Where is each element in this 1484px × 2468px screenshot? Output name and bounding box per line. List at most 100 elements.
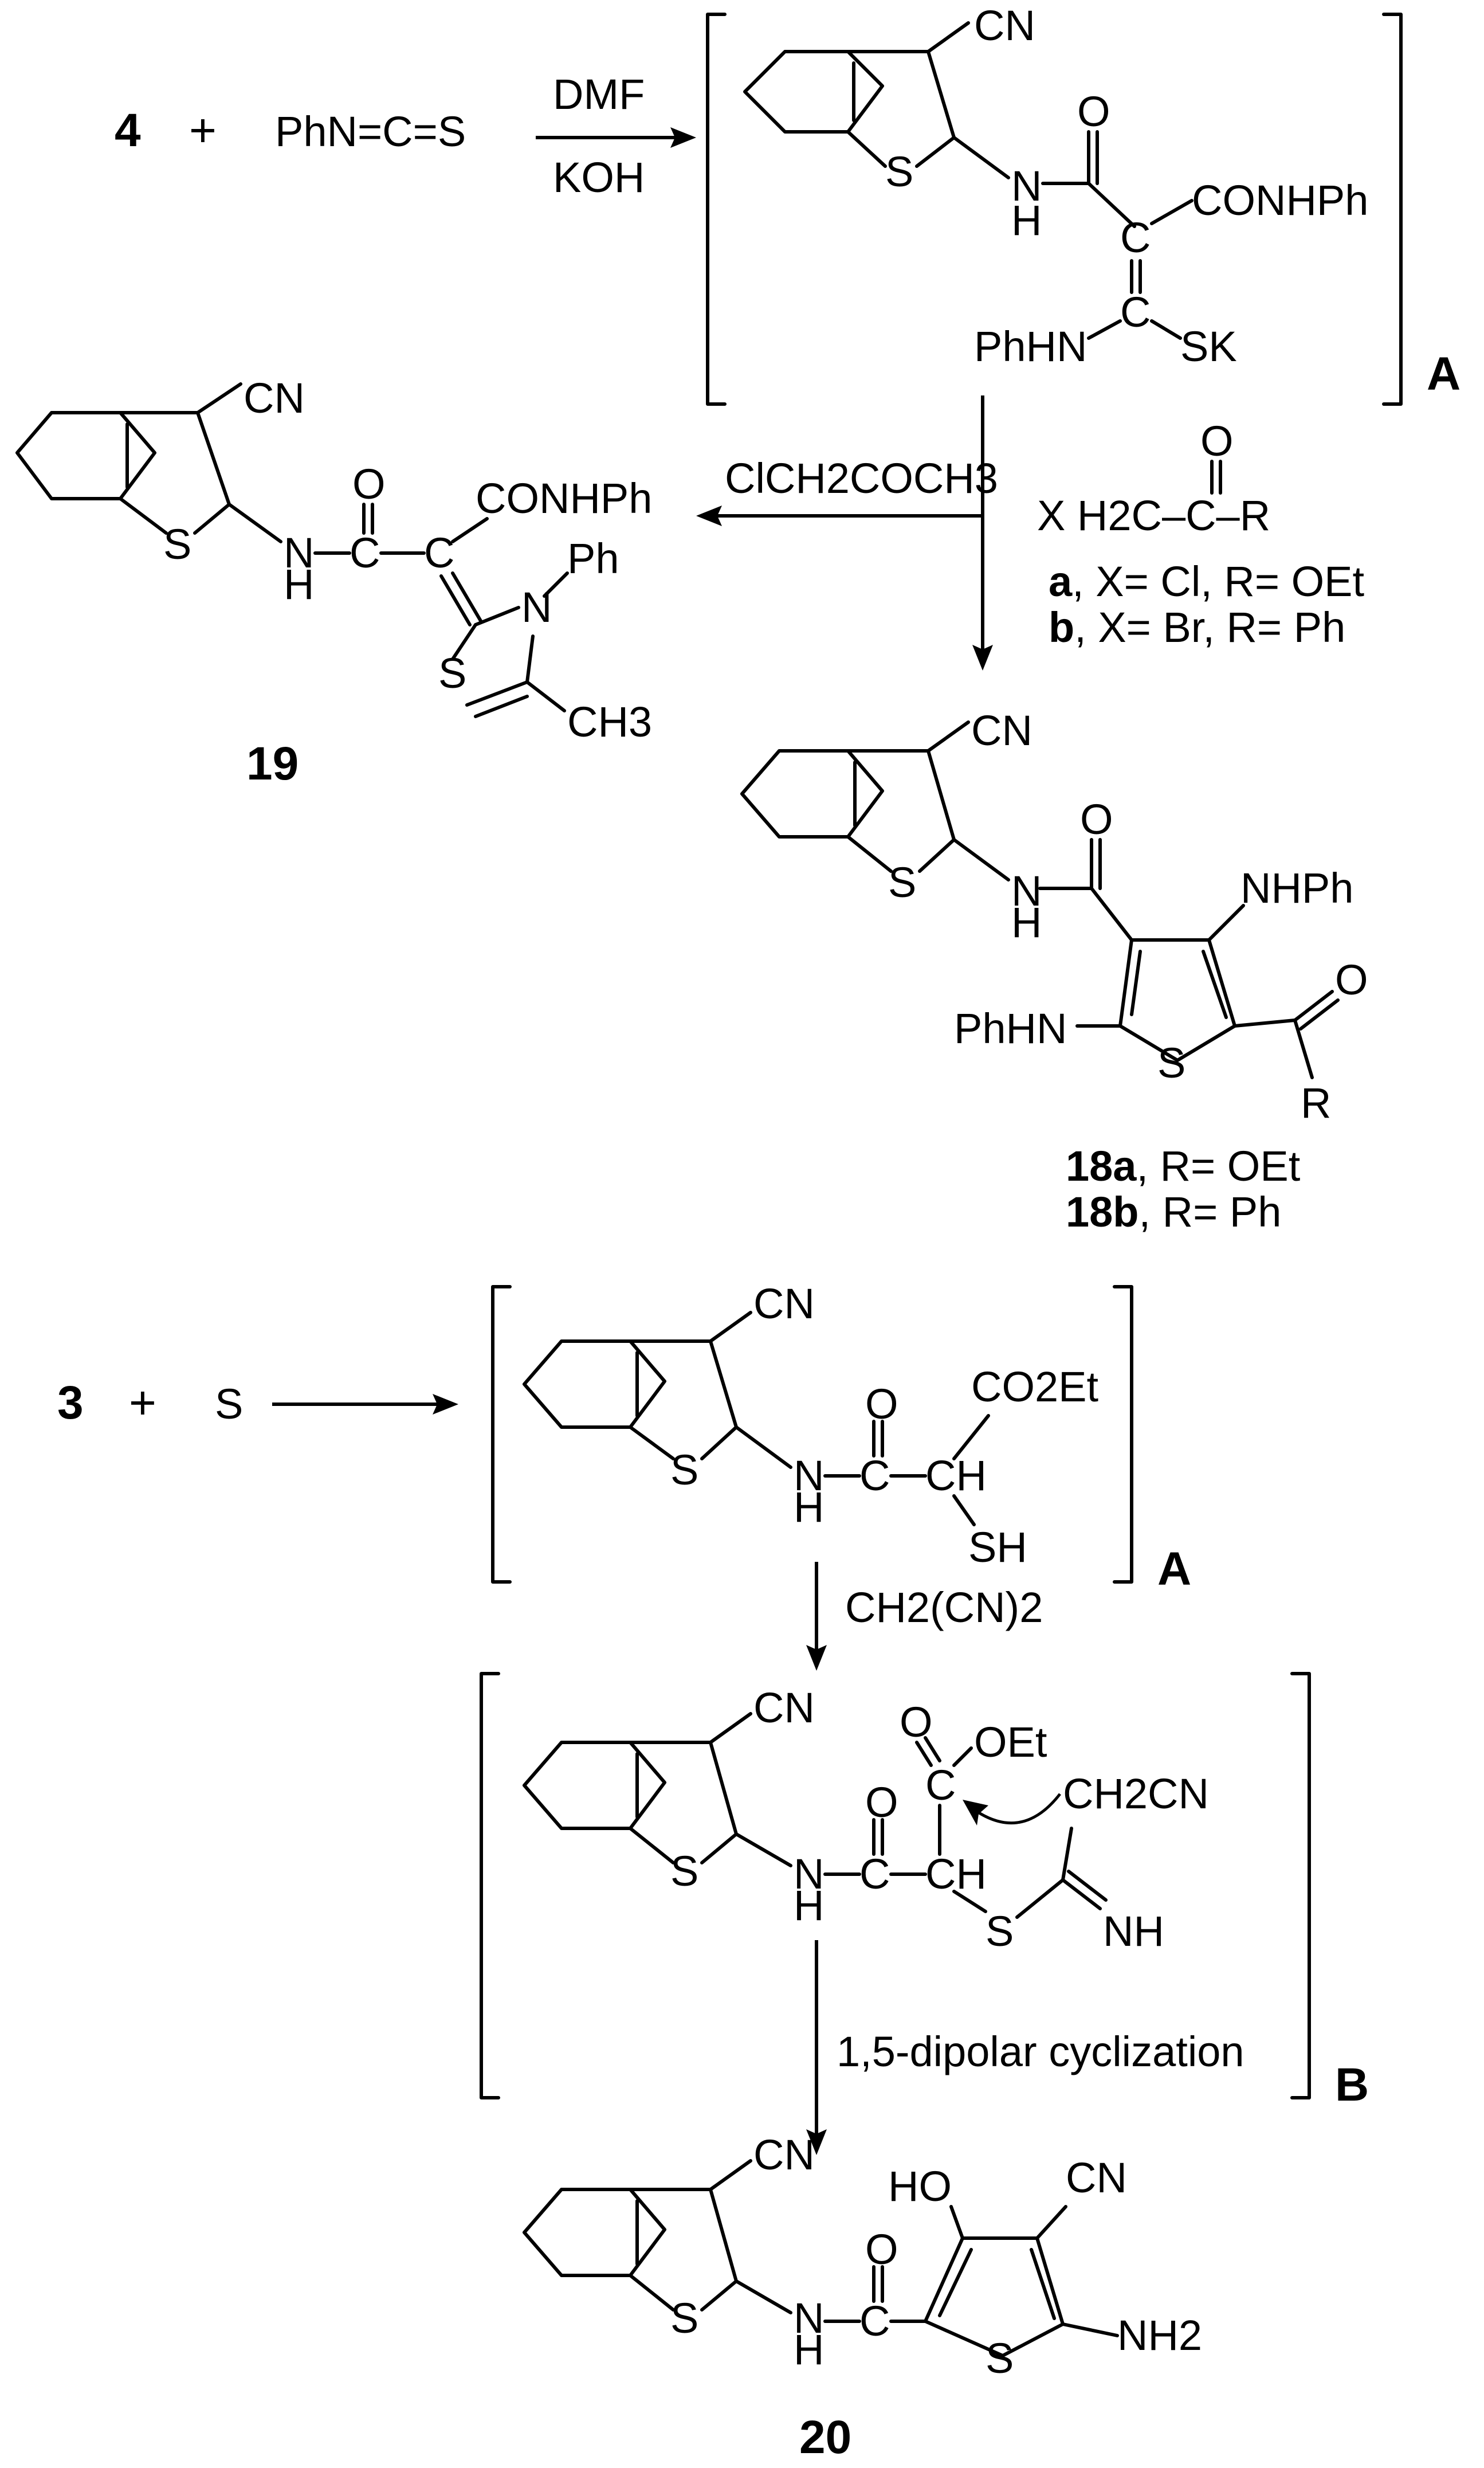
thiophene-ring xyxy=(924,2236,1065,2357)
bond xyxy=(451,517,489,543)
bond xyxy=(629,2274,675,2312)
cyclohexane-ring xyxy=(523,1339,666,1429)
bond xyxy=(1061,1827,1073,1882)
bond xyxy=(926,749,956,841)
product-20-structure: S CN N H C O S HO CN NH2 20 xyxy=(523,2131,1202,2463)
reagent-malononitrile: CH2(CN)2 xyxy=(845,1584,1043,1631)
intermediate-A-label: A xyxy=(1427,348,1461,400)
double-bond xyxy=(474,695,529,718)
atom-c: C xyxy=(424,529,454,577)
intermediate-B-label: B xyxy=(1335,2059,1369,2111)
compound-4-label: 4 xyxy=(115,104,141,156)
atom-s: S xyxy=(670,1446,698,1494)
atom-c: C xyxy=(859,1850,890,1898)
nhph-group: NHPh xyxy=(1240,864,1353,912)
atom-s: S xyxy=(1157,1039,1185,1087)
plus-sign: + xyxy=(129,1377,156,1429)
option-b-text: , X= Br, R= Ph xyxy=(1074,604,1345,651)
atom-h: H xyxy=(1011,899,1042,946)
atom-s: S xyxy=(885,148,913,195)
bond xyxy=(1150,199,1194,225)
double-bond xyxy=(938,2248,973,2317)
bond xyxy=(1035,2205,1067,2240)
cyclohexane-ring xyxy=(15,411,156,500)
option-a: a, X= Cl, R= OEt xyxy=(1049,558,1365,605)
bond xyxy=(709,1311,752,1343)
compound-3-label: 3 xyxy=(57,1377,84,1429)
bracket-right xyxy=(1113,1285,1133,1584)
atom-cn: CN xyxy=(974,2,1035,49)
atom-c: C xyxy=(350,529,380,577)
double-bond xyxy=(1130,950,1142,1016)
bond xyxy=(709,2188,738,2283)
bond xyxy=(629,1827,675,1864)
atom-o: O xyxy=(1077,88,1110,135)
bond xyxy=(952,1890,987,1913)
bond xyxy=(735,2279,792,2314)
bond xyxy=(1150,319,1182,340)
atom-c: C xyxy=(1120,288,1151,336)
atom-h: H xyxy=(794,2326,824,2373)
arrowhead xyxy=(806,2129,827,2155)
reagent-chloroacetone: ClCH2COCH3 xyxy=(725,455,998,502)
bond xyxy=(451,623,477,661)
bond xyxy=(525,680,566,712)
compound-20-label: 20 xyxy=(799,2411,851,2463)
compound-18a: 18a, R= OEt xyxy=(1066,1142,1301,1190)
atom-n: N xyxy=(1011,867,1042,915)
atom-o: O xyxy=(1080,796,1113,843)
bond xyxy=(1061,2322,1119,2337)
cyclohexane-ring xyxy=(740,749,884,839)
bracket-right xyxy=(1290,1672,1311,2099)
double-bond xyxy=(1067,1870,1108,1902)
bond xyxy=(1015,1878,1065,1919)
intermediate-A-label: A xyxy=(1157,1543,1191,1595)
ph-group: Ph xyxy=(567,535,619,582)
bracket-left xyxy=(706,13,727,406)
arrowhead xyxy=(806,1645,827,1671)
atom-ch: CH xyxy=(925,1850,987,1898)
curved-mechanism-arrow xyxy=(967,1793,1061,1824)
phhn-group: PhHN xyxy=(954,1005,1067,1052)
bond xyxy=(846,835,893,873)
atom-h: H xyxy=(1011,197,1042,244)
compound-18b: 18b, R= Ph xyxy=(1066,1188,1281,1236)
intermediate-B-structure: S CN N H C O CH C O OEt S CH2CN NH xyxy=(523,1684,1209,1955)
atom-o: O xyxy=(865,1778,898,1826)
oet-group: OEt xyxy=(974,1718,1047,1766)
bond xyxy=(700,1425,738,1460)
option-a-letter: a xyxy=(1049,558,1073,605)
option-b: b, X= Br, R= Ph xyxy=(1049,604,1345,651)
bond xyxy=(1233,1018,1297,1028)
option-b-letter: b xyxy=(1049,604,1074,651)
reagent-o: O xyxy=(1200,417,1234,465)
ho-group: HO xyxy=(888,2163,952,2210)
sh-group: SH xyxy=(968,1523,1027,1571)
option-a-text: , X= Cl, R= OEt xyxy=(1072,558,1364,605)
double-bond xyxy=(1030,2248,1056,2320)
scheme-1: 4 + PhN=C=S DMF KOH A S CN N H O C CONHP… xyxy=(15,2,1461,1236)
bond xyxy=(915,136,956,168)
bond xyxy=(926,21,970,53)
condition-dmf: DMF xyxy=(553,70,645,118)
bond xyxy=(709,1741,738,1836)
product-19-structure: S CN N H C O C CONHPh N Ph S CH3 19 xyxy=(15,374,652,790)
product-18-structure: S CN N H O S NHPh PhHN O R 18a, R= OEt 1… xyxy=(740,707,1368,1236)
conhph-group: CONHPh xyxy=(1192,177,1368,224)
atom-cn: CN xyxy=(753,2131,815,2179)
atom-s: S xyxy=(670,2294,698,2342)
bond xyxy=(1293,1018,1314,1079)
bond xyxy=(193,503,231,535)
bond xyxy=(952,136,1010,179)
intermediate-A2-structure: S CN N H C O CH CO2Et SH xyxy=(523,1280,1099,1571)
atom-o: O xyxy=(865,2226,898,2273)
atom-cn: CN xyxy=(753,1280,815,1327)
atom-h: H xyxy=(794,1882,824,1929)
atom-n: N xyxy=(1011,162,1042,210)
bond xyxy=(227,503,282,543)
cyclohexane-ring xyxy=(523,1741,666,1830)
atom-s: S xyxy=(438,649,466,697)
bond xyxy=(474,606,520,626)
bond xyxy=(926,50,956,139)
